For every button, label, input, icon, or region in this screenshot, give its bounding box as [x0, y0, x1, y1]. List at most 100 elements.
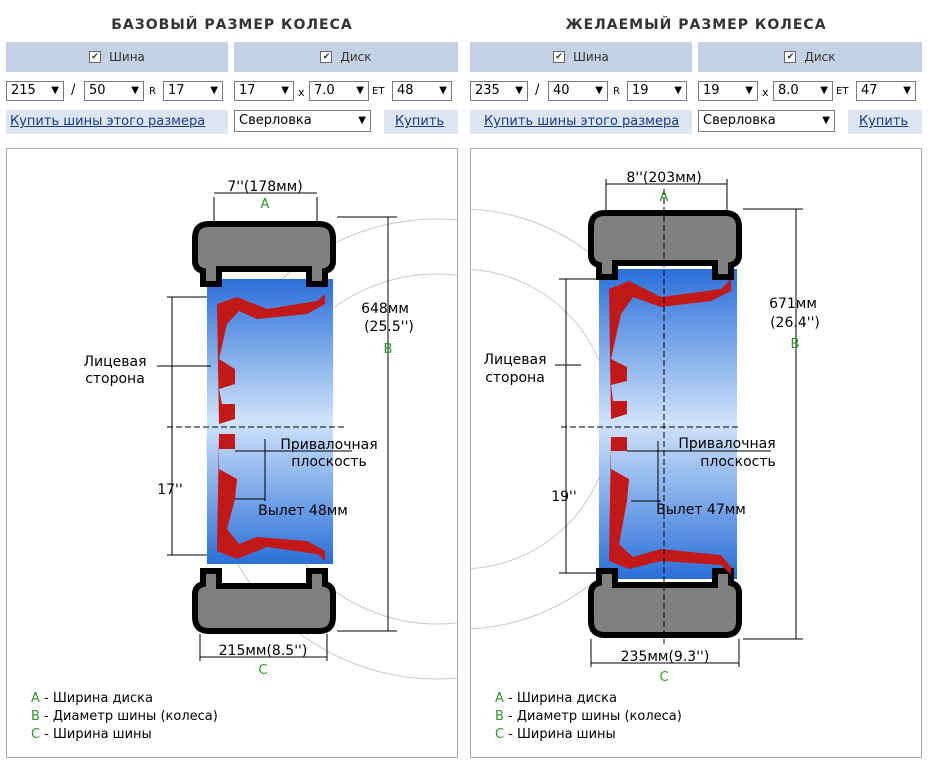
drilling-value: Сверловка [239, 113, 312, 128]
buy-rims-link[interactable]: Купить [395, 114, 445, 129]
panel-title: ЖЕЛАЕМЫЙ РАЗМЕР КОЛЕСА [565, 17, 827, 33]
tire-radius-select[interactable]: 19▼ [627, 81, 687, 101]
tire-width-select[interactable]: 215▼ [6, 81, 64, 101]
rim-width-value: 8.0 [778, 83, 799, 98]
chevron-down-icon: ▼ [820, 85, 828, 96]
tire-checkbox[interactable]: ✔ [553, 51, 566, 63]
dim-c-text: 215мм(8.5'') [219, 643, 308, 659]
buy-tires-bar [470, 110, 692, 134]
buy-rims-bar [384, 110, 458, 134]
chevron-down-icon: ▼ [439, 85, 447, 96]
buy-tires-link[interactable]: Купить шины этого размера [484, 114, 680, 129]
chevron-down-icon: ▼ [903, 85, 911, 96]
disk-header[interactable]: ✔ Диск [698, 42, 922, 72]
tire-top [192, 221, 336, 287]
legend-letter-a: A [31, 691, 40, 706]
legend-text-b: - Диаметр шины (колеса) [503, 709, 682, 724]
et-select[interactable]: 47▼ [856, 81, 916, 101]
legend-text-a: - Ширина диска [503, 691, 617, 706]
mount-plane-line1: Привалочная [678, 436, 775, 452]
buy-rims-link[interactable]: Купить [859, 114, 909, 129]
wheel-diagram: 7''(178мм) A 648мм (25.5'') B 17'' Лицев… [6, 148, 458, 758]
disk-header[interactable]: ✔ Диск [234, 42, 458, 72]
disk-checkbox[interactable]: ✔ [320, 51, 333, 63]
rim-width-select[interactable]: 8.0 ▼ [773, 81, 833, 101]
offset-text: Вылет 48мм [258, 503, 348, 519]
dim-b-mm: 648мм [361, 301, 409, 317]
tire-top [588, 210, 742, 280]
panel-title: БАЗОВЫЙ РАЗМЕР КОЛЕСА [111, 17, 353, 33]
disk-header-label: Диск [804, 50, 836, 64]
disk-checkbox[interactable]: ✔ [784, 51, 797, 63]
chevron-down-icon: ▼ [515, 85, 523, 96]
desired-size-panel: ЖЕЛАЕМЫЙ РАЗМЕР КОЛЕСА ✔ Шина ✔ Диск 235… [470, 0, 922, 768]
tire-header[interactable]: ✔ Шина [470, 42, 692, 72]
buy-rims-bar [848, 110, 922, 134]
wheel-diagram-svg: 8''(203мм) A 671мм (26.4'') B 19'' Лицев… [471, 170, 820, 685]
drilling-select[interactable]: Сверловка ▼ [234, 110, 371, 132]
tire-radius-value: 17 [168, 83, 185, 98]
tire-bottom [588, 568, 742, 638]
dim-b-in: (26.4'') [770, 315, 820, 331]
rim-profile-bottom [609, 437, 731, 575]
tire-header[interactable]: ✔ Шина [6, 42, 228, 72]
legend-text-c: - Ширина шины [40, 727, 152, 742]
face-side-line1: Лицевая [483, 352, 546, 368]
legend-letter-a: A [495, 691, 504, 706]
legend-c: C - Ширина шины [495, 727, 616, 742]
tire-profile-value: 40 [553, 83, 570, 98]
legend-a: A - Ширина диска [495, 691, 617, 706]
chevron-down-icon: ▼ [356, 85, 364, 96]
wheel-diagram-svg: 7''(178мм) A 648мм (25.5'') B 17'' Лицев… [83, 179, 457, 680]
letter-a: A [660, 190, 669, 205]
et-label: ET [372, 86, 385, 97]
dim-a-text: 7''(178мм) [227, 179, 302, 195]
rim-profile-top [217, 294, 325, 424]
drilling-value: Сверловка [703, 113, 776, 128]
tire-width-select[interactable]: 235 ▼ [470, 81, 528, 101]
mount-plane-line2: плоскость [700, 454, 776, 470]
rim-profile-bottom [217, 434, 325, 561]
rim-diameter-value: 17 [239, 83, 256, 98]
letter-a: A [261, 197, 270, 212]
tire-profile-select[interactable]: 50 ▼ [84, 81, 144, 101]
base-size-panel: БАЗОВЫЙ РАЗМЕР КОЛЕСА ✔ Шина ✔ Диск 215▼… [6, 0, 458, 768]
offset-text: Вылет 47мм [656, 502, 746, 518]
rim-width-select[interactable]: 7.0▼ [309, 81, 369, 101]
et-select[interactable]: 48▼ [392, 81, 452, 101]
legend-letter-c: C [31, 727, 41, 742]
legend-a: A - Ширина диска [31, 691, 153, 706]
chevron-down-icon: ▼ [358, 115, 366, 126]
tire-checkbox[interactable]: ✔ [89, 51, 102, 63]
buy-tires-link[interactable]: Купить шины этого размера [10, 114, 206, 129]
tire-profile-select[interactable]: 40 ▼ [548, 81, 608, 101]
tire-header-label: Шина [109, 50, 145, 64]
letter-b: B [384, 342, 393, 357]
rim-diameter-select[interactable]: 19▼ [698, 81, 758, 101]
chevron-down-icon: ▼ [822, 115, 830, 126]
x-label: x [298, 86, 305, 99]
rim-diameter-select[interactable]: 17▼ [234, 81, 294, 101]
tire-profile-value: 50 [89, 83, 106, 98]
slash-separator: / [71, 83, 76, 98]
legend-letter-c: C [495, 727, 505, 742]
letter-c: C [258, 663, 267, 678]
tire-header-label: Шина [573, 50, 609, 64]
letter-b: B [791, 337, 800, 352]
tire-radius-select[interactable]: 17▼ [163, 81, 223, 101]
legend-c: C - Ширина шины [31, 727, 152, 742]
rim-size-text: 17'' [157, 482, 183, 498]
legend-text-c: - Ширина шины [504, 727, 616, 742]
chevron-down-icon: ▼ [131, 85, 139, 96]
r-label: R [149, 86, 156, 97]
face-side-line2: сторона [85, 371, 145, 387]
chevron-down-icon: ▼ [51, 85, 59, 96]
rim-profile-top [609, 279, 731, 419]
rim-size-text: 19'' [551, 489, 577, 505]
tire-width-value: 235 [475, 83, 500, 98]
chevron-down-icon: ▼ [595, 85, 603, 96]
drilling-select[interactable]: Сверловка ▼ [698, 110, 835, 132]
chevron-down-icon: ▼ [674, 85, 682, 96]
legend-b: B - Диаметр шины (колеса) [495, 709, 682, 724]
dim-b-mm: 671мм [769, 296, 817, 312]
